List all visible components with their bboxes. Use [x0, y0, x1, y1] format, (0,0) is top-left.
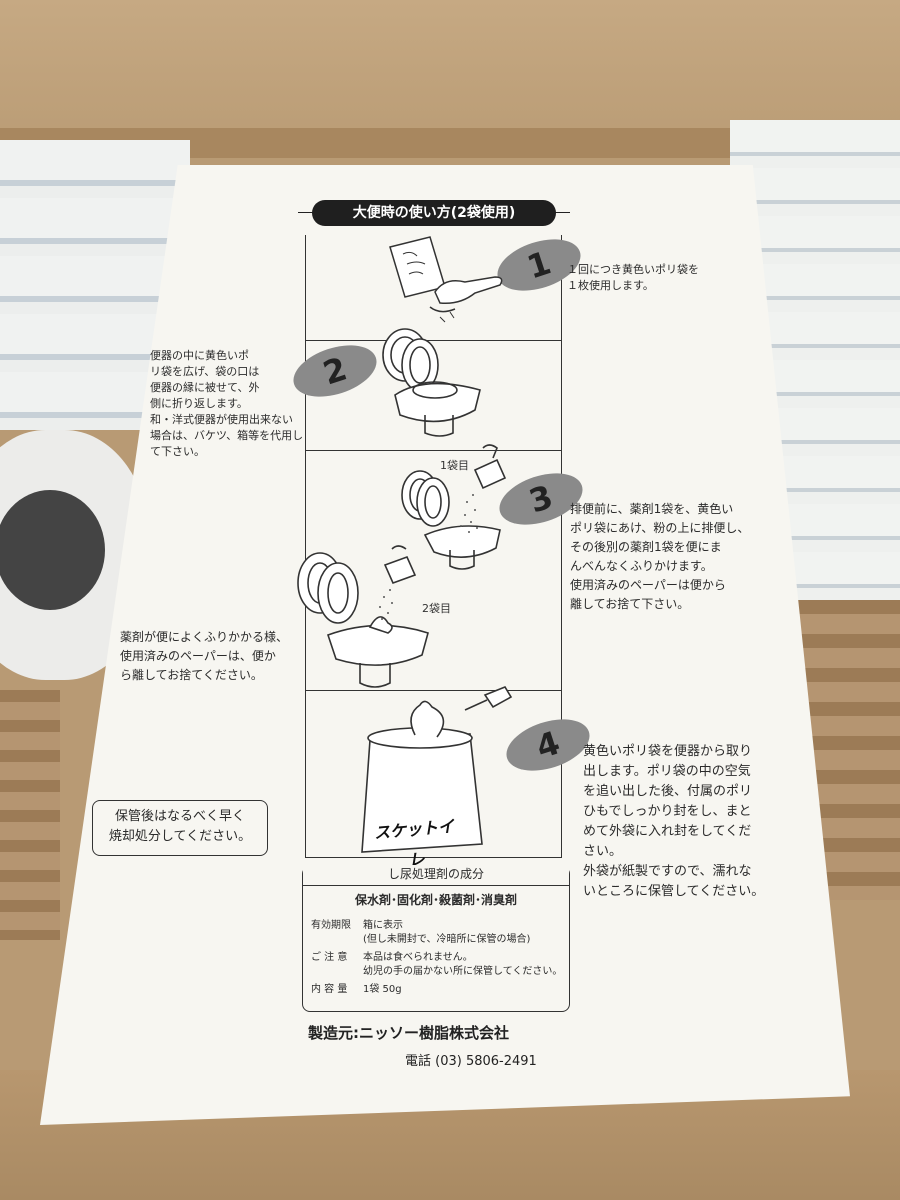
ingredients-row-contents: 内 容 量 1袋 50g	[311, 983, 402, 997]
step-2-text: 便器の中に黄色いポ リ袋を広げ、袋の口は 便器の縁に被せて、外 側に折り返します…	[150, 349, 304, 458]
step-divider	[306, 690, 561, 691]
packet-open-illustration	[389, 236, 503, 323]
ingredients-row-expiry: 有効期限 箱に表示 (但し未開封で、冷暗所に保管の場合)	[311, 919, 530, 947]
ingredients-components: 保水剤･固化剤･殺菌剤･消臭剤	[354, 893, 517, 907]
toilet-with-bag-illustration	[382, 328, 481, 437]
ingredients-divider	[303, 885, 569, 886]
row-key: ご 注 意	[311, 952, 348, 963]
step-1-text: １回につき黄色いポリ袋を １枚使用します。	[567, 263, 699, 292]
row-value: 1袋 50g	[363, 984, 402, 995]
instruction-sheet	[40, 165, 850, 1125]
row-value: 箱に表示 (但し未開封で、冷暗所に保管の場合)	[363, 920, 531, 945]
step-divider	[306, 450, 561, 451]
row-value: 本品は食べられません。 幼児の手の届かない所に保管してください。	[363, 952, 563, 977]
step-4-text: 黄色いポリ袋を便器から取り 出します。ポリ袋の中の空気 を追い出した後、付属のポ…	[583, 744, 765, 899]
storage-note: 保管後はなるべく早く 焼却処分してください。	[92, 800, 268, 856]
manufacturer: 製造元:ニッソー樹脂株式会社	[308, 1024, 509, 1042]
phone-number: 電話 (03) 5806-2491	[405, 1054, 537, 1069]
cardboard-stack-left	[0, 690, 60, 940]
ingredients-box: し尿処理剤の成分 保水剤･固化剤･殺菌剤･消臭剤 有効期限 箱に表示 (但し未開封…	[302, 865, 570, 1012]
step-3-text: 排便前に、薬剤1袋を、黄色い ポリ袋にあけ、粉の上に排便し、 その後別の薬剤1袋…	[570, 502, 750, 611]
ingredients-header: し尿処理剤の成分	[303, 865, 569, 882]
sprinkle-first-bag-illustration	[401, 444, 507, 570]
row-key: 有効期限	[311, 920, 351, 931]
first-bag-label: 1袋目	[440, 459, 469, 472]
ingredients-row-caution: ご 注 意 本品は食べられません。 幼児の手の届かない所に保管してください。	[311, 951, 562, 979]
row-key: 内 容 量	[311, 984, 348, 995]
sprinkle-note: 薬剤が便によくふりかかる様、 使用済みのペーパーは、便か ら離してお捨てください…	[120, 630, 289, 682]
sheet-title: 大便時の使い方(2袋使用)	[312, 200, 556, 226]
disposal-bag-illustration	[361, 686, 513, 853]
step-divider	[306, 340, 561, 341]
sprinkle-second-bag-illustration	[297, 545, 429, 688]
second-bag-label: 2袋目	[422, 602, 451, 615]
tissue-roll-core	[0, 490, 105, 610]
steps-panel	[305, 235, 562, 858]
